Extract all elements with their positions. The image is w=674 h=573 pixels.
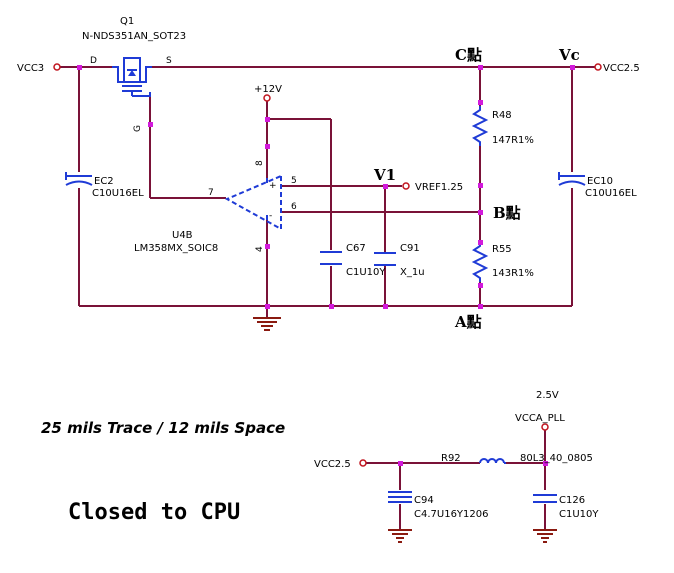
2-5v-label: 2.5V	[536, 390, 559, 401]
c91-value-label: X_1u	[400, 267, 425, 278]
trace-spacing-note: 25 mils Trace / 12 mils Space	[41, 419, 285, 437]
r48-value-label: 147R1%	[492, 135, 534, 146]
vcca-pll-label: VCCA_PLL	[515, 413, 565, 424]
q1-part-label: N-NDS351AN_SOT23	[82, 31, 186, 42]
wires	[60, 66, 595, 318]
ec2-ref-label: EC2	[94, 176, 114, 187]
q1-source-label: S	[166, 56, 172, 66]
port-vcc2-5-bottom	[359, 459, 367, 467]
vcc2-5-label: VCC2.5	[603, 63, 640, 74]
q1-drain-label: D	[90, 56, 97, 66]
c91-ref-label: C91	[400, 243, 420, 254]
junction-dot-c94	[398, 461, 403, 466]
vref-label: VREF1.25	[415, 182, 463, 193]
bottom-wires	[366, 430, 546, 530]
port-12v	[263, 94, 271, 102]
r92-ref-label: R92	[441, 453, 461, 464]
pin-4-label: 4	[255, 246, 265, 252]
port-vref	[402, 182, 410, 190]
vcc3-label: VCC3	[17, 63, 44, 74]
closed-to-cpu-note: Closed to CPU	[68, 500, 240, 525]
c126-ref-label: C126	[559, 495, 585, 506]
v1-label: V1	[373, 166, 396, 184]
r92-value-label: 80L3_40_0805	[520, 453, 593, 464]
capacitor-c94	[388, 491, 412, 503]
ec10-ref-label: EC10	[587, 176, 613, 187]
opamp-u4b: + -	[224, 174, 282, 231]
opamp-minus-sign: -	[269, 211, 272, 221]
a-point-label: A點	[454, 313, 482, 331]
r55-value-label: 143R1%	[492, 268, 534, 279]
opamp-plus-sign: +	[269, 181, 277, 191]
ground-symbol-c94	[388, 529, 412, 543]
c94-value-label: C4.7U16Y1206	[414, 509, 489, 520]
port-vcc3	[53, 63, 61, 71]
ec2-value-label: C10U16EL	[92, 188, 144, 199]
r48-ref-label: R48	[492, 110, 512, 121]
plus-12v-label: +12V	[254, 84, 282, 95]
capacitor-ec2	[65, 172, 93, 186]
b-point-label: B點	[493, 204, 521, 222]
capacitor-c91	[374, 252, 396, 266]
q1-ref-label: Q1	[120, 16, 134, 27]
pin-6-label: 6	[291, 202, 297, 212]
c-point-label: C點	[455, 46, 482, 64]
c94-ref-label: C94	[414, 495, 434, 506]
mosfet-q1	[112, 57, 152, 97]
u4b-ref-label: U4B	[172, 230, 193, 241]
resistor-r48	[471, 106, 489, 146]
capacitor-c126	[533, 494, 557, 503]
u4b-part-label: LM358MX_SOIC8	[134, 243, 218, 254]
ground-symbol-c126	[533, 529, 557, 543]
capacitor-ec10	[558, 172, 586, 186]
c67-ref-label: C67	[346, 243, 366, 254]
resistor-r55	[471, 240, 489, 282]
ground-symbol-top	[253, 317, 281, 331]
junction-dot-c126	[543, 461, 548, 466]
port-vcca-pll	[541, 423, 549, 431]
pin-5-label: 5	[291, 176, 297, 186]
junction-dots	[77, 65, 575, 309]
capacitor-c67	[320, 251, 342, 265]
pin-7-label: 7	[208, 188, 214, 198]
r55-ref-label: R55	[492, 244, 512, 255]
port-vcc2-5	[594, 63, 602, 71]
vcc2-5-bottom-label: VCC2.5	[314, 459, 351, 470]
pin-8-label: 8	[255, 160, 265, 166]
vc-label: Vc	[558, 46, 580, 64]
c67-value-label: C1U10Y	[346, 267, 386, 278]
q1-gate-label: G	[133, 125, 143, 132]
c126-value-label: C1U10Y	[559, 509, 599, 520]
ec10-value-label: C10U16EL	[585, 188, 637, 199]
inductor-r92	[479, 458, 506, 464]
